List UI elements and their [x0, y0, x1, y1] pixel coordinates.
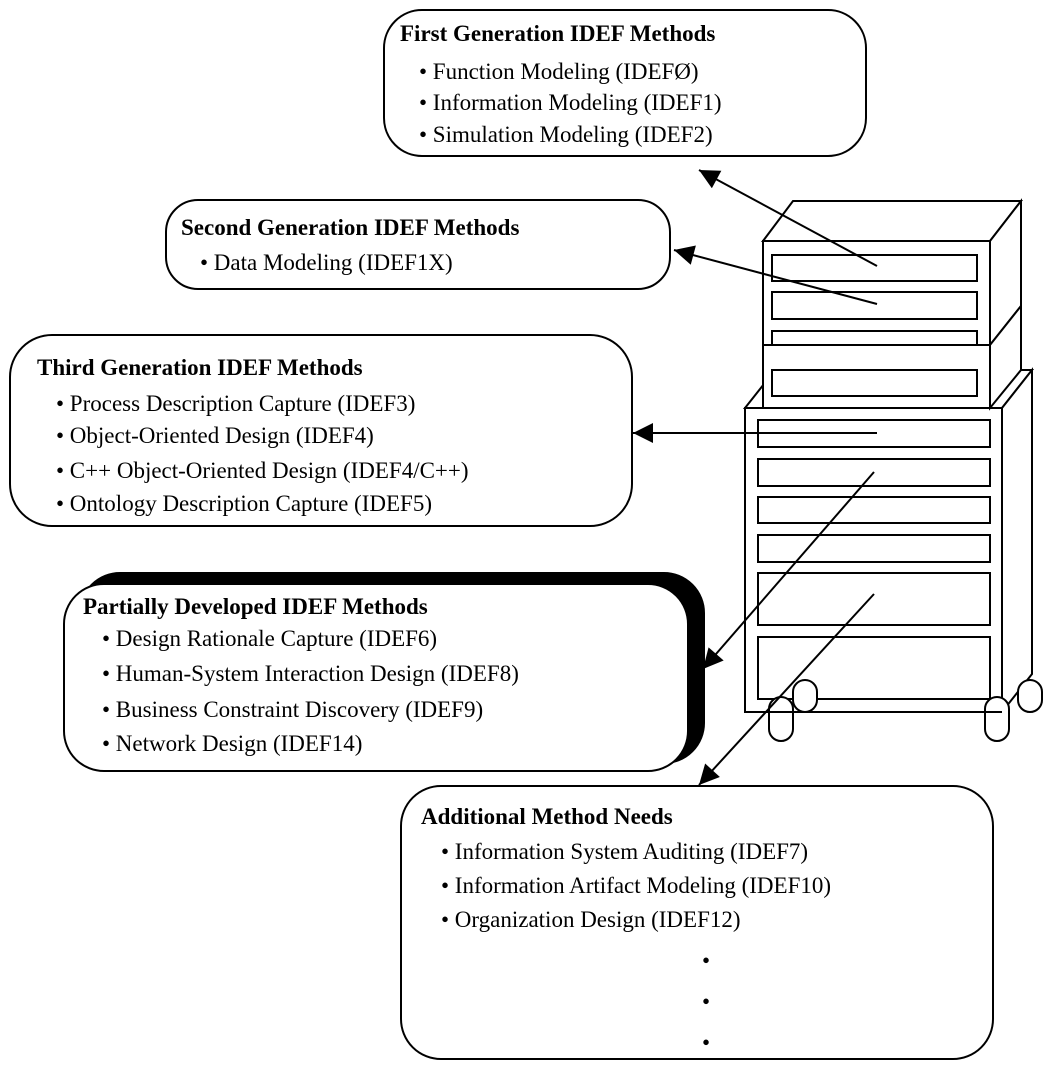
arrow-to-partially-developed [702, 471, 875, 670]
first-generation-title: First Generation IDEF Methods [400, 21, 715, 46]
list-item: • Simulation Modeling (IDEF2) [419, 122, 713, 147]
list-item: • Function Modeling (IDEFØ) [419, 59, 699, 84]
list-item: • Ontology Description Capture (IDEF5) [56, 491, 432, 516]
box-third-generation: Third Generation IDEF Methods • Process … [9, 334, 633, 527]
list-item: • Process Description Capture (IDEF3) [56, 391, 415, 416]
box-additional-needs: Additional Method Needs • Information Sy… [400, 785, 994, 1060]
upper-drawer-1 [771, 254, 978, 282]
list-item: • Information Artifact Modeling (IDEF10) [441, 873, 831, 898]
list-item: • Network Design (IDEF14) [102, 731, 362, 756]
upper-chest-top [761, 200, 1024, 242]
tool-chest-illustration [742, 198, 1043, 742]
upper-chest-lower-side [989, 303, 1022, 411]
ellipsis-dot: • [702, 989, 710, 1014]
lower-drawer-4 [757, 534, 991, 563]
list-item: • Design Rationale Capture (IDEF6) [102, 626, 437, 651]
upper-drawer-4 [771, 369, 978, 397]
lower-drawer-3 [757, 496, 991, 524]
caster-wheels [768, 679, 1043, 742]
box-first-generation: First Generation IDEF Methods • Function… [383, 9, 867, 157]
list-item: • Information System Auditing (IDEF7) [441, 839, 808, 864]
list-item: • Object-Oriented Design (IDEF4) [56, 423, 374, 448]
list-item: • Data Modeling (IDEF1X) [200, 250, 453, 275]
list-item: • Information Modeling (IDEF1) [419, 90, 722, 115]
arrow-to-first-generation [698, 169, 878, 267]
connector-arrows [633, 169, 878, 786]
arrow-to-additional-needs [698, 593, 875, 786]
arrow-to-second-generation [673, 245, 878, 305]
upper-drawer-2 [771, 291, 978, 320]
box-second-generation: Second Generation IDEF Methods • Data Mo… [165, 199, 671, 290]
third-generation-title: Third Generation IDEF Methods [37, 355, 363, 380]
second-generation-title: Second Generation IDEF Methods [181, 215, 519, 240]
list-item: • C++ Object-Oriented Design (IDEF4/C++) [56, 458, 469, 483]
list-item: • Organization Design (IDEF12) [441, 907, 741, 932]
partially-developed-title: Partially Developed IDEF Methods [83, 594, 428, 619]
additional-needs-title: Additional Method Needs [421, 804, 673, 829]
list-item: • Business Constraint Discovery (IDEF9) [102, 697, 483, 722]
lower-drawer-5 [757, 572, 991, 626]
lower-cabinet-side [1001, 367, 1033, 715]
ellipsis-dot: • [702, 1030, 710, 1055]
box-partially-developed: Partially Developed IDEF Methods • Desig… [63, 572, 705, 772]
lower-drawer-6 [757, 636, 991, 700]
ellipsis-dot: • [702, 948, 710, 973]
list-item: • Human-System Interaction Design (IDEF8… [102, 661, 519, 686]
